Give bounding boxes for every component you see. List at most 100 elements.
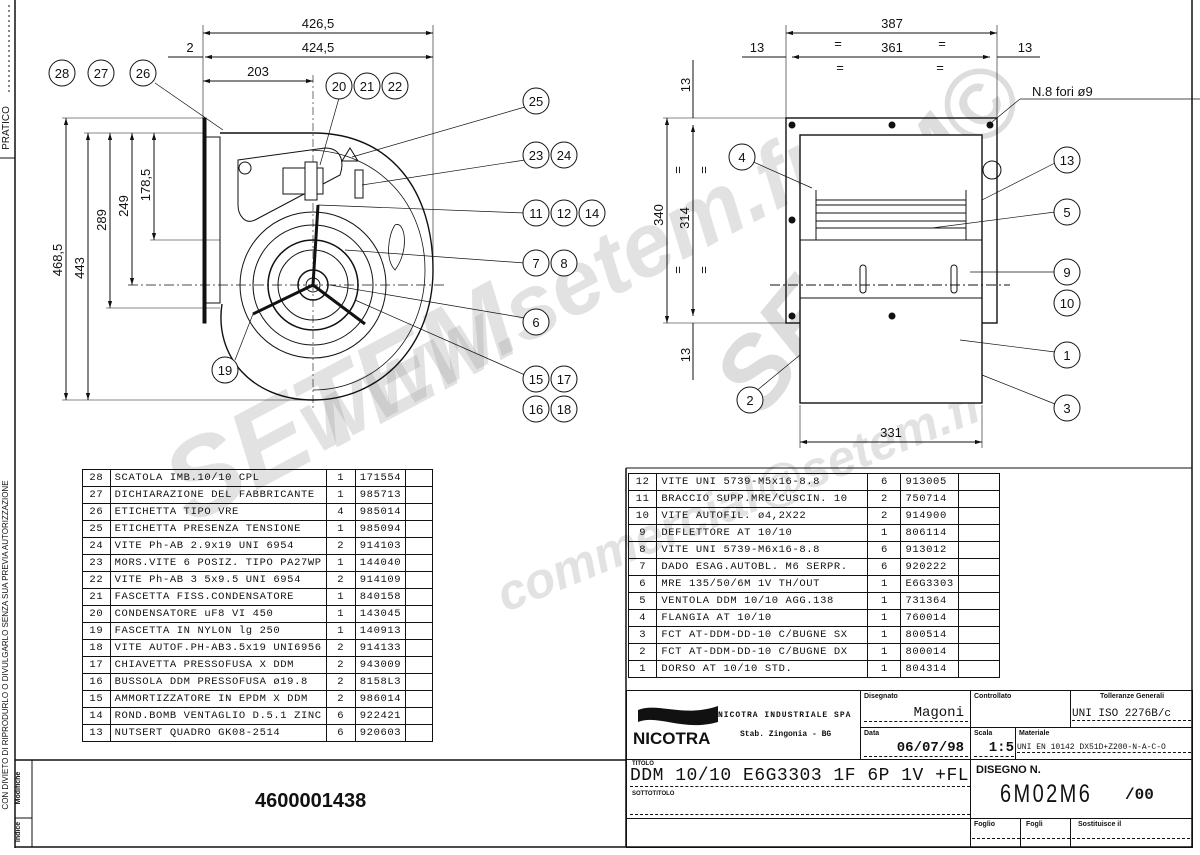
modifiche-label: Modifiche <box>15 771 22 805</box>
part-code: E6G3303 <box>900 575 959 593</box>
part-desc: FASCETTA IN NYLON lg 250 <box>109 622 327 640</box>
empty-cell <box>957 592 1001 610</box>
part-qty: 6 <box>867 541 902 559</box>
balloon-label: 18 <box>557 402 571 417</box>
data-value: 06/07/98 <box>864 740 968 757</box>
balloon-circle <box>1053 146 1081 174</box>
part-desc: VENTOLA DDM 10/10 AGG.138 <box>656 592 869 610</box>
balloon-label: 24 <box>557 148 571 163</box>
part-qty: 2 <box>325 537 356 555</box>
empty-cell <box>957 575 1001 593</box>
balloon-label: 19 <box>218 363 232 378</box>
part-desc: ROND.BOMB VENTAGLIO D.5.1 ZINC <box>109 707 327 725</box>
part-desc: DADO ESAG.AUTOBL. M6 SERPR. <box>656 558 869 576</box>
balloon-circle <box>736 386 764 414</box>
scala-value: 1:5 <box>974 740 1014 757</box>
empty-cell <box>405 673 433 691</box>
part-desc: VITE UNI 5739-M5x16-8.8 <box>656 473 869 491</box>
empty-cell <box>957 558 1001 576</box>
balloon-label: 12 <box>557 206 571 221</box>
part-code: 806114 <box>900 524 959 542</box>
balloon-label: 27 <box>94 66 108 81</box>
part-no: 11 <box>627 490 658 508</box>
balloon-label: 21 <box>360 79 374 94</box>
disegno-label: DISEGNO N. <box>976 764 1041 776</box>
part-no: 23 <box>82 554 111 572</box>
balloon-label: 10 <box>1060 296 1074 311</box>
balloon-label: 22 <box>388 79 402 94</box>
front-view: 426,5 2 424,5 203 468,5 443 289 249 178,… <box>48 16 606 423</box>
data-label: Data <box>864 730 880 737</box>
dim-body-height: 443 <box>72 257 87 279</box>
part-qty: 1 <box>325 588 356 606</box>
part-desc: FASCETTA FISS.CONDENSATORE <box>109 588 327 606</box>
nicotra-logo-icon <box>638 706 718 726</box>
dim-overall-width: 426,5 <box>302 16 335 31</box>
part-desc: DICHIARAZIONE DEL FABBRICANTE <box>109 486 327 504</box>
part-qty: 4 <box>325 503 356 521</box>
part-qty: 2 <box>867 490 902 508</box>
part-code: 800514 <box>900 626 959 644</box>
part-no: 19 <box>82 622 111 640</box>
balloon-circle <box>522 308 550 336</box>
balloon-circle <box>129 59 157 87</box>
empty-cell <box>405 486 433 504</box>
part-qty: 6 <box>325 707 356 725</box>
balloon-circle <box>522 199 550 227</box>
balloon-circle <box>550 395 578 423</box>
part-qty: 1 <box>325 622 356 640</box>
part-no: 6 <box>627 575 658 593</box>
empty-cell <box>957 524 1001 542</box>
part-qty: 2 <box>325 571 356 589</box>
dim-flange-offset: 2 <box>186 40 193 55</box>
balloon-circle <box>211 356 239 384</box>
titolo-value: DDM 10/10 E6G3303 1F 6P 1V +FL <box>630 766 970 787</box>
part-desc: MORS.VITE 6 POSIZ. TIPO PA27WP <box>109 554 327 572</box>
part-qty: 6 <box>325 724 356 742</box>
dim-overall-height: 340 <box>651 204 666 226</box>
empty-cell <box>405 656 433 674</box>
foglio-label: Foglio <box>974 821 995 828</box>
balloon-circle <box>550 141 578 169</box>
part-code: 913005 <box>900 473 959 491</box>
balloon-circle <box>381 72 409 100</box>
part-code: 922421 <box>354 707 407 725</box>
part-no: 18 <box>82 639 111 657</box>
balloon-label: 1 <box>1063 348 1070 363</box>
balloon-label: 15 <box>529 372 543 387</box>
empty-cell <box>957 507 1001 525</box>
balloon-label: 2 <box>746 393 753 408</box>
materiale-value: UNI EN 10142 DX51D+Z200-N-A-C-O <box>1017 743 1191 753</box>
dim-body-width: 424,5 <box>302 40 335 55</box>
part-no: 9 <box>627 524 658 542</box>
holes-note: N.8 fori ø9 <box>1032 84 1093 99</box>
part-code: 171554 <box>354 469 407 487</box>
part-code: 985014 <box>354 503 407 521</box>
side-view: 387 361 13 13 = = = = = = = = 340 314 13… <box>651 16 1200 448</box>
empty-cell <box>957 609 1001 627</box>
part-code: 914133 <box>354 639 407 657</box>
part-code: 914109 <box>354 571 407 589</box>
balloon-label: 23 <box>529 148 543 163</box>
part-no: 14 <box>82 707 111 725</box>
part-no: 2 <box>627 643 658 661</box>
part-no: 25 <box>82 520 111 538</box>
balloon-circle <box>522 395 550 423</box>
part-desc: ETICHETTA TIPO VRE <box>109 503 327 521</box>
part-qty: 1 <box>867 524 902 542</box>
controllato-label: Controllato <box>974 693 1012 700</box>
part-no: 12 <box>627 473 658 491</box>
part-desc: VITE AUTOF.PH-AB3.5x19 UNI6956 <box>109 639 327 657</box>
